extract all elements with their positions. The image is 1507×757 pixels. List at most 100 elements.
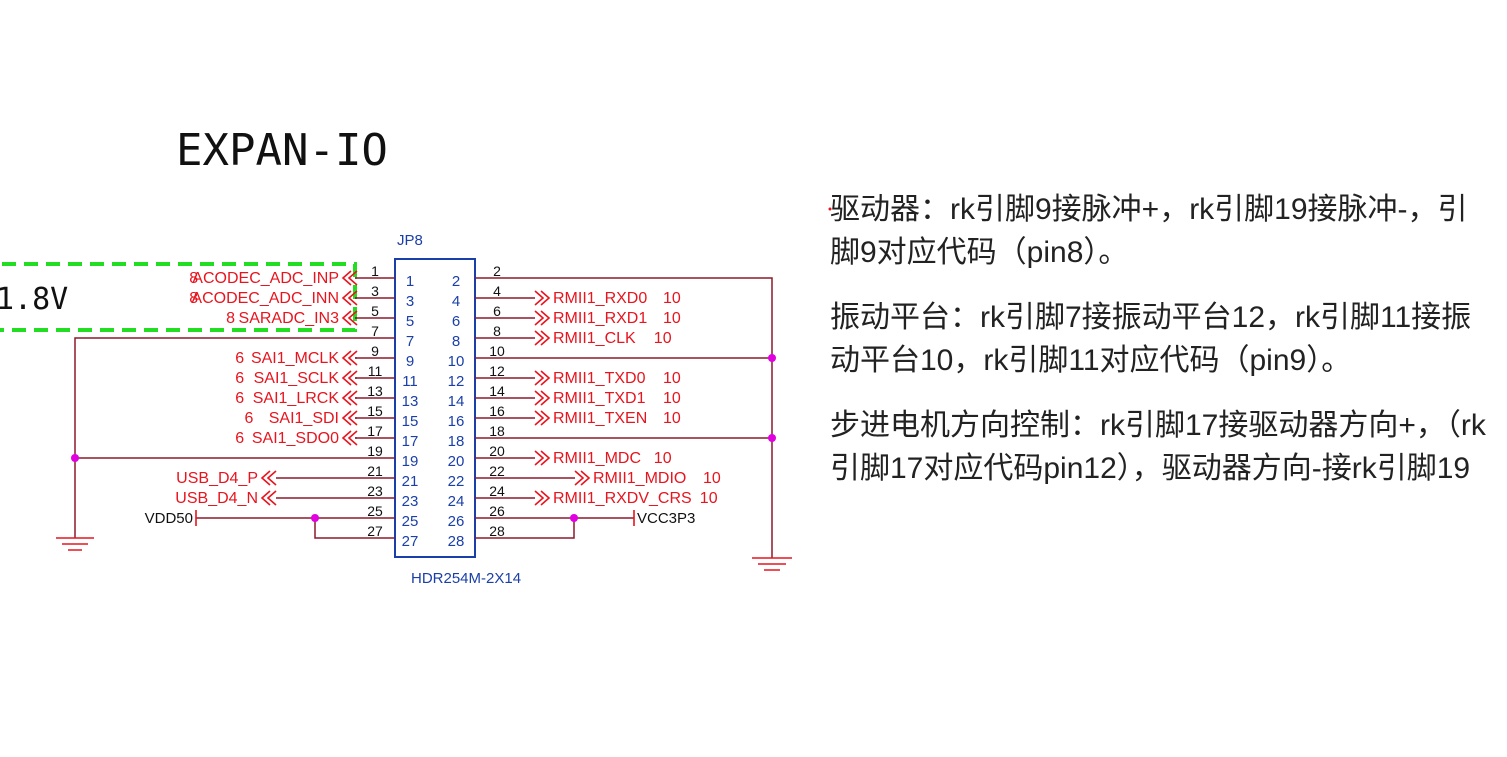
net-chevron-right [534,310,551,326]
pin-outer-left: 15 [367,403,383,419]
pin-outer-left: 21 [367,463,383,479]
net-sheet-left: 6 [244,410,253,427]
pin-inner-left: 5 [406,313,414,330]
diagram-title: EXPAN-IO [176,125,388,176]
net-sheet-right: 10 [663,390,681,407]
pin-outer-right: 4 [493,283,501,299]
pin-inner-left: 3 [406,293,414,310]
pin-outer-right: 26 [489,503,505,519]
connector-body [394,258,476,558]
net-sheet-left: 8 [226,310,235,327]
pin-inner-right: 20 [448,453,465,470]
junction-dot [71,454,79,462]
notes-panel: 驱动器：rk引脚9接脉冲+，rk引脚19接脉冲-，引脚9对应代码（pin8）。 … [830,188,1490,512]
net-sheet-right: 10 [654,330,672,347]
pin-inner-right: 16 [448,413,465,430]
net-chevron-left [341,290,358,306]
net-chevron-left [341,370,358,386]
net-chevron-right [534,330,551,346]
net-chevron-left [341,390,358,406]
pin-outer-right: 10 [489,343,505,359]
net-chevron-right [534,390,551,406]
power-vcc3p3-label: VCC3P3 [637,510,695,527]
junction-dot [768,354,776,362]
net-chevron-right [534,410,551,426]
wires [56,277,792,571]
junction-dot [768,434,776,442]
pin-outer-right: 14 [489,383,505,399]
net-label-left: SAI1_LRCK [253,390,340,407]
pin-outer-left: 5 [371,303,379,319]
highlight-box [0,262,357,332]
net-label-left: SAI1_MCLK [251,350,339,367]
schematic-text: EXPAN-IO1.8V1357911131517192123252724681… [0,125,832,539]
net-chevron-right [534,370,551,386]
gnd-wire-left [74,337,355,538]
net-sheet-right: 10 [663,370,681,387]
net-label-left: SAI1_SDI [269,410,339,427]
net-chevron-left [341,410,358,426]
pin-inner-left: 27 [402,533,419,550]
note-stepper-direction: 步进电机方向控制：rk引脚17接驱动器方向+，（rk引脚17对应代码pin12）… [830,409,1486,485]
net-labels: ACODEC_ADC_INP8ACODEC_ADC_INN8SARADC_IN3… [175,270,721,507]
pin-inner-left: 11 [402,373,418,390]
net-chevron-left [341,310,358,326]
connector-jp8: JP8HDR254M-2X141357911131517192123252724… [355,232,521,587]
pin-outer-left: 17 [367,423,383,439]
net-label-right: RMII1_CLK [553,330,636,347]
pin-inner-right: 18 [448,433,465,450]
pin-inner-left: 13 [402,393,419,410]
pin-outer-left: 9 [371,343,379,359]
net-sheet-right: 10 [700,490,718,507]
pin-inner-right: 28 [448,533,465,550]
junction-dot [570,514,578,522]
net-label-right: RMII1_TXD0 [553,370,646,387]
pin-outer-right: 16 [489,403,505,419]
net-label-left: USB_D4_N [175,490,258,507]
vdd50-bridge [314,518,355,539]
pin-inner-left: 19 [402,453,419,470]
pin-inner-right: 6 [452,313,460,330]
net-chevron-right [534,450,551,466]
pin-inner-right: 24 [448,493,465,510]
pin-outer-right: 6 [493,303,501,319]
net-sheet-right: 10 [663,290,681,307]
net-chevron-right [574,470,591,486]
pin-outer-left: 7 [371,323,379,339]
net-chevron-left [260,490,277,506]
net-label-left: SAI1_SCLK [254,370,340,387]
net-label-right: RMII1_RXD0 [553,290,647,307]
net-label-left: SARADC_IN3 [239,310,340,327]
highlight-voltage: 1.8V [0,282,68,317]
pin-inner-right: 4 [452,293,460,310]
net-chevron-right [534,490,551,506]
pin-outer-right: 2 [493,263,501,279]
junction-dot [311,514,319,522]
pin-inner-right: 22 [448,473,465,490]
net-label-right: RMII1_TXEN [553,410,647,427]
net-label-right: RMII1_MDC [553,450,641,467]
pin-outer-left: 25 [367,503,383,519]
net-label-right: RMII1_RXD1 [553,310,647,327]
pin-outer-right: 8 [493,323,501,339]
connector-part: HDR254M-2X14 [411,570,521,587]
net-sheet-left: 8 [189,270,198,287]
pin-inner-left: 9 [406,353,414,370]
note-marker-dot [828,207,832,211]
net-label-right: RMII1_TXD1 [553,390,646,407]
pin-inner-left: 25 [402,513,419,530]
net-label-left: ACODEC_ADC_INP [192,270,339,287]
net-sheet-right: 10 [663,410,681,427]
net-sheet-right: 10 [703,470,721,487]
pin-outer-left: 27 [367,523,383,539]
pin-inner-right: 26 [448,513,465,530]
pin-outer-right: 20 [489,443,505,459]
net-chevron-left [341,430,358,446]
net-chevron-left [341,270,358,286]
pin-outer-right: 22 [489,463,505,479]
pin-inner-right: 14 [448,393,465,410]
note-driver: 驱动器：rk引脚9接脉冲+，rk引脚19接脉冲-，引脚9对应代码（pin8）。 [830,193,1468,269]
net-sheet-left: 6 [235,370,244,387]
net-chevron-right [534,290,551,306]
